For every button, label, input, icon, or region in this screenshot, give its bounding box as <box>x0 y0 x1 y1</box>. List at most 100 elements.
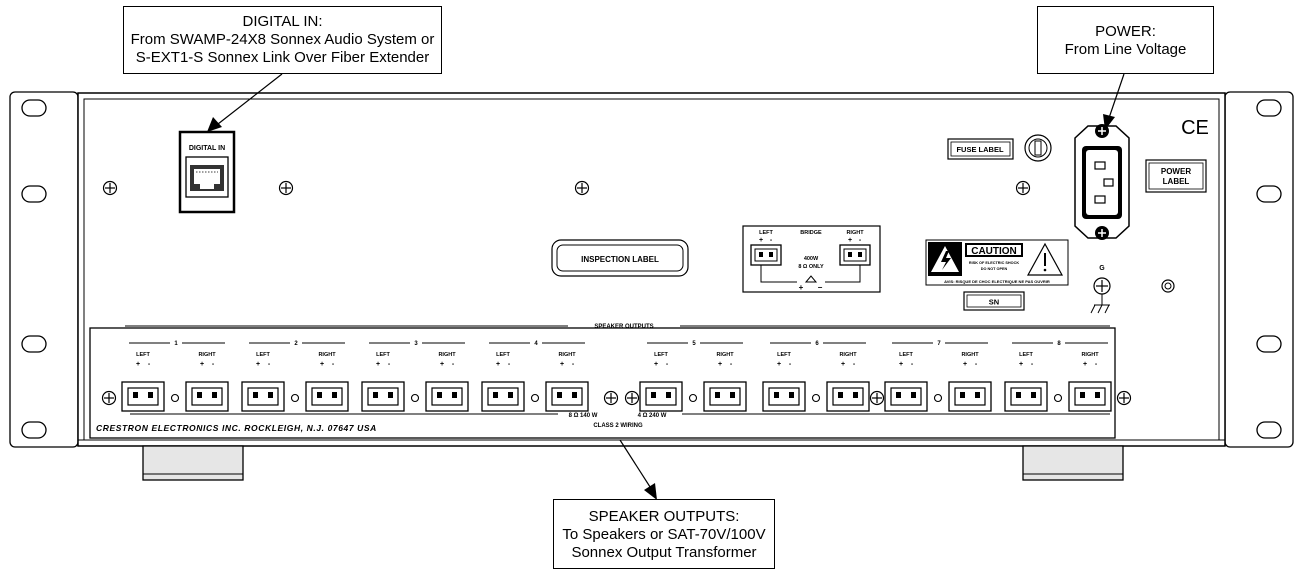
plus-sign: + <box>1019 361 1023 368</box>
rack-hole <box>1256 99 1282 117</box>
minus-sign: - <box>1095 361 1098 368</box>
manufacturer-text: CRESTRON ELECTRONICS INC. ROCKLEIGH, N.J… <box>96 423 377 433</box>
speaker-connector-right[interactable] <box>545 381 589 412</box>
ground-screw-icon[interactable] <box>1093 277 1111 295</box>
status-led <box>1053 393 1063 403</box>
fuse-label-box <box>947 138 1014 160</box>
status-led <box>410 393 420 403</box>
status-led <box>811 393 821 403</box>
plus-sign: + <box>560 361 564 368</box>
channel-number: 6 <box>815 341 819 347</box>
channel-number: 7 <box>937 341 941 347</box>
fuse-holder-icon[interactable] <box>1024 134 1052 162</box>
digital-in-callout-line1: From SWAMP-24X8 Sonnex Audio System or <box>130 31 435 48</box>
left-label: LEFT <box>899 352 913 358</box>
speaker-connector-right[interactable] <box>948 381 992 412</box>
status-led <box>290 393 300 403</box>
status-led <box>170 393 180 403</box>
speaker-connector-left[interactable] <box>762 381 806 412</box>
bridge-power-rating: 400W <box>804 256 819 262</box>
rack-hole <box>21 99 47 117</box>
arrow-head-icon <box>644 483 657 500</box>
screw-icon <box>1116 390 1132 406</box>
right-label: RIGHT <box>716 352 734 358</box>
svg-text:−: − <box>818 283 823 292</box>
speaker-connector-left[interactable] <box>241 381 285 412</box>
speaker-screws <box>101 390 1132 406</box>
callout-arrows <box>207 73 1125 500</box>
caution-label: CAUTION RISK OF ELECTRIC SHOCK DO NOT OP… <box>925 239 1069 286</box>
ce-mark: CE <box>1181 117 1209 139</box>
status-led <box>933 393 943 403</box>
rj45-jack[interactable] <box>185 156 229 198</box>
speaker-outputs-title: SPEAKER OUTPUTS <box>594 324 653 330</box>
channel-number: 3 <box>414 341 418 347</box>
speaker-connector-left[interactable] <box>481 381 525 412</box>
lightning-bolt-icon <box>941 251 951 270</box>
speaker-connector-left[interactable] <box>884 381 928 412</box>
bridge-left-connector[interactable] <box>750 244 782 266</box>
bridge-left-label: LEFT <box>759 230 773 236</box>
power-callout: POWER: From Line Voltage <box>1037 6 1214 74</box>
inspection-label: INSPECTION LABEL <box>581 255 659 264</box>
status-led <box>688 393 698 403</box>
minus-sign: - <box>452 361 455 368</box>
screw-icon <box>102 180 118 196</box>
channel-number: 2 <box>294 341 298 347</box>
plus-sign: + <box>841 361 845 368</box>
plus-sign: + <box>320 361 324 368</box>
left-label: LEFT <box>256 352 270 358</box>
speaker-connector-right[interactable] <box>425 381 469 412</box>
minus-sign: - <box>212 361 215 368</box>
rack-hole <box>21 421 47 439</box>
screw-icon <box>869 390 885 406</box>
speaker-connector-left[interactable] <box>639 381 683 412</box>
rack-hole <box>1256 185 1282 203</box>
screw-icon <box>101 390 117 406</box>
inspection-label-outer <box>551 239 689 277</box>
right-label: RIGHT <box>318 352 336 358</box>
right-label: RIGHT <box>438 352 456 358</box>
iec-power-inlet[interactable] <box>1074 124 1130 240</box>
ground-label: G <box>1099 265 1105 272</box>
speaker-outputs-callout-line1: To Speakers or SAT-70V/100V <box>562 526 766 543</box>
svg-text:RISK OF ELECTRIC SHOCK: RISK OF ELECTRIC SHOCK <box>969 261 1019 265</box>
rack-hole <box>21 185 47 203</box>
sn-box <box>963 291 1025 311</box>
speaker-connector-right[interactable] <box>305 381 349 412</box>
sn-label: SN <box>989 298 999 307</box>
svg-text:+: + <box>848 237 852 244</box>
minus-sign: - <box>572 361 575 368</box>
left-label: LEFT <box>777 352 791 358</box>
speaker-connector-left[interactable] <box>1004 381 1048 412</box>
bridge-right-label: RIGHT <box>846 230 864 236</box>
speaker-connector-right[interactable] <box>185 381 229 412</box>
speaker-connector-right[interactable] <box>826 381 870 412</box>
right-label: RIGHT <box>558 352 576 358</box>
speaker-connector-right[interactable] <box>1068 381 1112 412</box>
minus-sign: - <box>148 361 151 368</box>
bridge-right-connector[interactable] <box>839 244 871 266</box>
rack-hole <box>1256 421 1282 439</box>
right-foot <box>1022 445 1124 481</box>
speaker-connector-left[interactable] <box>361 381 405 412</box>
screw-icon <box>1015 180 1031 196</box>
ground-symbol-icon <box>804 275 818 283</box>
minus-sign: - <box>388 361 391 368</box>
channel-number: 5 <box>692 341 696 347</box>
power-label-line1: POWER <box>1161 167 1191 176</box>
rack-hole <box>1256 335 1282 353</box>
plus-sign: + <box>777 361 781 368</box>
svg-text:-: - <box>770 237 773 244</box>
channel-number: 4 <box>534 341 538 347</box>
speaker-connector-right[interactable] <box>703 381 747 412</box>
bridge-ohm-rating: 8 Ω ONLY <box>798 264 824 270</box>
speaker-connector-left[interactable] <box>121 381 165 412</box>
plus-sign: + <box>440 361 444 368</box>
